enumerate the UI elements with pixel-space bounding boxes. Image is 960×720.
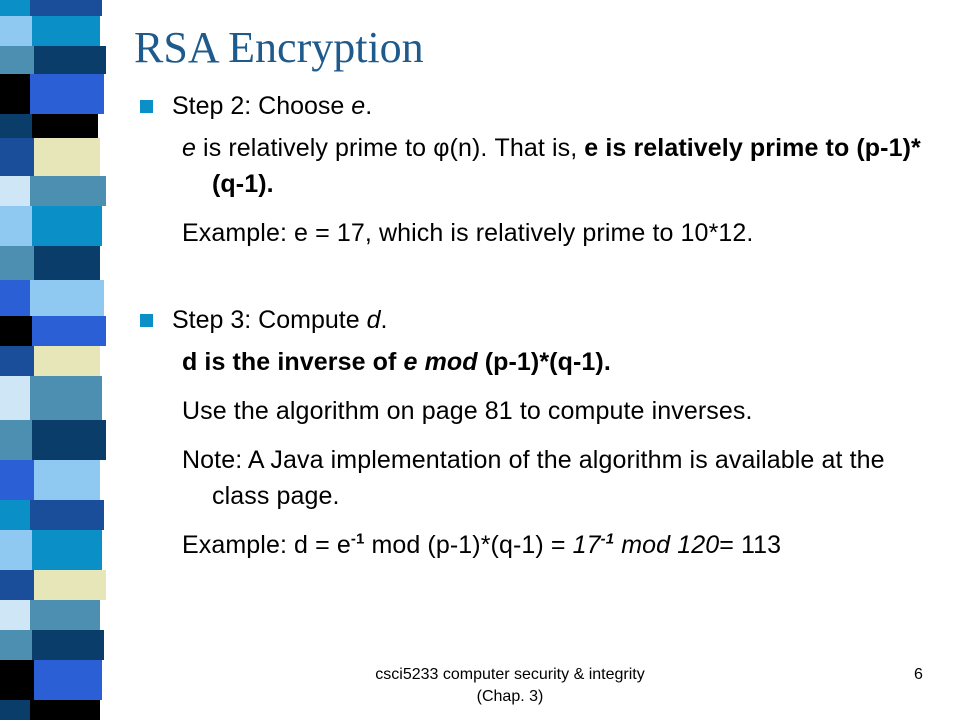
step2-heading-suffix: . xyxy=(365,92,373,120)
bold-text: e is relatively prime to (p-1)*(q-1). xyxy=(212,134,921,198)
var-e: e xyxy=(182,134,197,162)
step3-heading-var: d xyxy=(366,306,381,334)
step2-relatively-prime: e is relatively prime to φ(n). That is, … xyxy=(182,130,930,202)
step2-heading-prefix: Step 2: Choose xyxy=(172,92,352,120)
bold-text: d is the inverse of xyxy=(182,348,404,376)
step3-example: Example: d = e-1 mod (p-1)*(q-1) = 17-1 … xyxy=(182,527,930,563)
superscript: -1 xyxy=(600,530,615,548)
text: is relatively prime to xyxy=(196,134,434,162)
mod-text: mod xyxy=(417,348,478,376)
phi-symbol: φ xyxy=(433,134,450,162)
decorative-stripe-bar xyxy=(0,0,110,720)
var-e: e xyxy=(403,348,418,376)
step3-heading-suffix: . xyxy=(380,306,388,334)
page-number: 6 xyxy=(914,666,923,683)
step3-heading-prefix: Step 3: Compute xyxy=(172,306,367,334)
step3-inverse: d is the inverse of e mod (p-1)*(q-1). xyxy=(182,344,930,380)
step3-bullet: Step 3: Compute d. xyxy=(140,302,930,338)
slide-title: RSA Encryption xyxy=(134,23,424,72)
bold-text: (p-1)*(q-1). xyxy=(477,348,611,376)
italic-text: 17 xyxy=(572,531,601,559)
step2-heading-var: e xyxy=(351,92,366,120)
slide-footer: csci5233 computer security & integrity (… xyxy=(375,666,645,705)
superscript: -1 xyxy=(350,530,365,548)
text: (n). That is, xyxy=(449,134,585,162)
step2-example: Example: e = 17, which is relatively pri… xyxy=(182,219,754,247)
text: Example: d = e xyxy=(182,531,351,559)
step2-bullet: Step 2: Choose e. xyxy=(140,88,930,124)
bullet-square-icon xyxy=(140,314,153,327)
step3-note: Note: A Java implementation of the algor… xyxy=(182,446,885,510)
text: mod (p-1)*(q-1) = xyxy=(364,531,573,559)
step3-algorithm: Use the algorithm on page 81 to compute … xyxy=(182,397,753,425)
slide-content: Step 2: Choose e. e is relatively prime … xyxy=(140,88,930,576)
italic-text: mod 120 xyxy=(614,531,720,559)
bullet-square-icon xyxy=(140,100,153,113)
text: = 113 xyxy=(719,531,782,559)
